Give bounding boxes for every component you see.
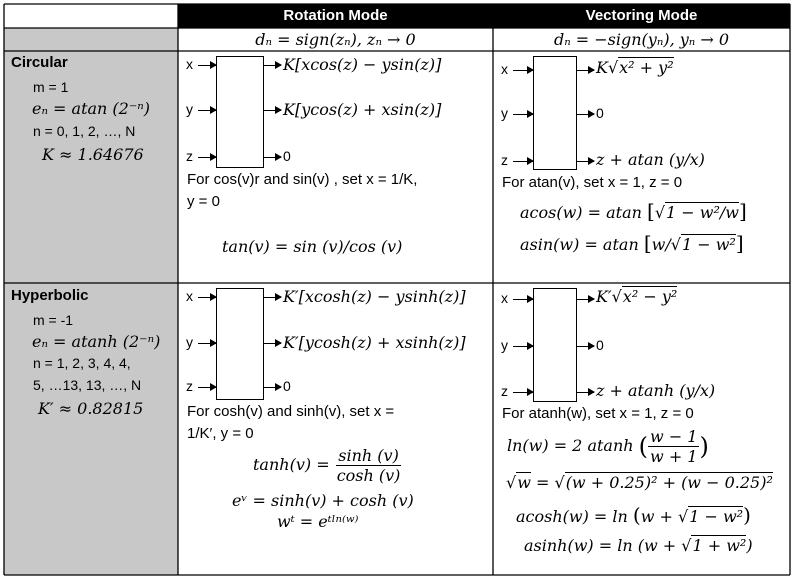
arrow-out-z <box>576 157 595 165</box>
circular-rotation-note-1: For cos(v)r and sin(v) , set x = 1/K, <box>187 171 418 188</box>
circular-vectoring-asin: asin(w) = atan [w/√1 − w²] <box>520 231 744 255</box>
arrow-in-z <box>513 157 534 165</box>
port-y-label: y <box>501 105 508 121</box>
hyperbolic-vectoring-acosh: acosh(w) = ln (w + √1 − w²) <box>516 503 751 527</box>
arrow-in-y <box>198 339 217 347</box>
header-rotation-mode: Rotation Mode <box>283 7 388 24</box>
circular-e: eₙ = atan (2⁻ⁿ) <box>32 99 151 118</box>
port-y-label: y <box>186 101 193 117</box>
arrow-out-z <box>576 388 595 396</box>
hyperbolic-e: eₙ = atanh (2⁻ⁿ) <box>32 332 161 351</box>
hyperbolic-vectoring-out-z: z + atanh (y/x) <box>596 381 716 400</box>
arrow-out-z <box>263 153 282 161</box>
hyperbolic-rotation-note-1: For cosh(v) and sinh(v), set x = <box>187 403 395 420</box>
hyperbolic-title: Hyperbolic <box>11 287 89 304</box>
circular-vectoring-out-z: z + atan (y/x) <box>596 150 705 169</box>
hyperbolic-m: m = -1 <box>33 312 74 328</box>
arrow-in-y <box>513 110 534 118</box>
port-y-label: y <box>501 337 508 353</box>
port-x-label: x <box>501 290 508 306</box>
hyperbolic-rotation-note-2: 1/K′, y = 0 <box>187 425 254 442</box>
hyperbolic-n-line-2: 5, …13, 13, …, N <box>33 377 142 393</box>
hyperbolic-vectoring-note: For atanh(w), set x = 1, z = 0 <box>502 405 694 422</box>
circular-title: Circular <box>11 54 68 71</box>
hyperbolic-vectoring-asinh: asinh(w) = ln (w + √1 + w²) <box>524 535 753 555</box>
hyperbolic-rotation-out-y: K′[ycosh(z) + xsinh(z)] <box>283 333 466 352</box>
arrow-out-x <box>263 293 282 301</box>
hyperbolic-k: K′ ≈ 0.82815 <box>38 399 144 418</box>
out-zero: 0 <box>596 105 604 121</box>
hyperbolic-n-line-1: n = 1, 2, 3, 4, 4, <box>33 355 131 371</box>
port-z-label: z <box>501 152 508 168</box>
port-z-label: z <box>186 378 193 394</box>
label-column-bg <box>4 28 178 575</box>
hyperbolic-vectoring-out-x: K′√x² − y² <box>596 286 678 306</box>
header-row-bg <box>178 4 790 28</box>
hyperbolic-rotation-block <box>216 288 264 400</box>
arrow-out-x <box>576 66 595 74</box>
circular-vectoring-out-x: K√x² + y² <box>596 57 674 77</box>
hyperbolic-rotation-out-x: K′[xcosh(z) − ysinh(z)] <box>283 287 466 306</box>
circular-rotation-block <box>216 56 264 168</box>
hyperbolic-rotation-tanh: tanh(v) = sinh (v)cosh (v) <box>253 446 401 485</box>
circular-n: n = 0, 1, 2, …, N <box>33 123 136 139</box>
port-z-label: z <box>186 148 193 164</box>
arrow-out-y <box>576 342 595 350</box>
circular-k: K ≈ 1.64676 <box>42 145 144 164</box>
header-vectoring-mode: Vectoring Mode <box>585 7 698 24</box>
circular-m: m = 1 <box>33 79 69 95</box>
arrow-in-z <box>198 153 217 161</box>
arrow-out-y <box>576 110 595 118</box>
port-z-label: z <box>501 383 508 399</box>
hyperbolic-vectoring-sqrt-w: √w = √(w + 0.25)² + (w − 0.25)² <box>506 472 773 492</box>
circular-vectoring-note: For atan(v), set x = 1, z = 0 <box>502 174 683 191</box>
arrow-in-z <box>198 383 217 391</box>
hyperbolic-rotation-wt: wᵗ = eᵗˡⁿ⁽ʷ⁾ <box>277 512 359 531</box>
header-row-left-blank <box>4 4 178 28</box>
arrow-in-x <box>513 295 534 303</box>
arrow-out-y <box>263 339 282 347</box>
circular-rotation-note-2: y = 0 <box>187 193 220 210</box>
arrow-in-x <box>198 61 217 69</box>
arrow-in-y <box>513 342 534 350</box>
arrow-out-x <box>576 295 595 303</box>
circular-rotation-out-x: K[xcos(z) − ysin(z)] <box>283 55 442 74</box>
port-y-label: y <box>186 334 193 350</box>
vectoring-condition: dₙ = −sign(yₙ), yₙ → 0 <box>553 30 730 49</box>
arrow-out-x <box>263 61 282 69</box>
out-zero: 0 <box>283 148 291 164</box>
arrow-out-y <box>263 106 282 114</box>
arrow-out-z <box>263 383 282 391</box>
arrow-in-z <box>513 388 534 396</box>
arrow-in-x <box>198 293 217 301</box>
circular-rotation-tan: tan(v) = sin (v)/cos (v) <box>222 237 403 256</box>
circular-vectoring-block <box>533 56 577 170</box>
rotation-condition: dₙ = sign(zₙ), zₙ → 0 <box>255 30 416 49</box>
out-zero: 0 <box>596 337 604 353</box>
port-x-label: x <box>186 56 193 72</box>
hyperbolic-vectoring-block <box>533 288 577 402</box>
circular-rotation-out-y: K[ycos(z) + xsin(z)] <box>283 100 442 119</box>
out-zero: 0 <box>283 378 291 394</box>
hyperbolic-rotation-exp: eᵛ = sinh(v) + cosh (v) <box>232 491 414 510</box>
circular-vectoring-acos: acos(w) = atan [√1 − w²/w] <box>520 199 747 223</box>
arrow-in-x <box>513 66 534 74</box>
arrow-in-y <box>198 106 217 114</box>
port-x-label: x <box>501 61 508 77</box>
port-x-label: x <box>186 288 193 304</box>
